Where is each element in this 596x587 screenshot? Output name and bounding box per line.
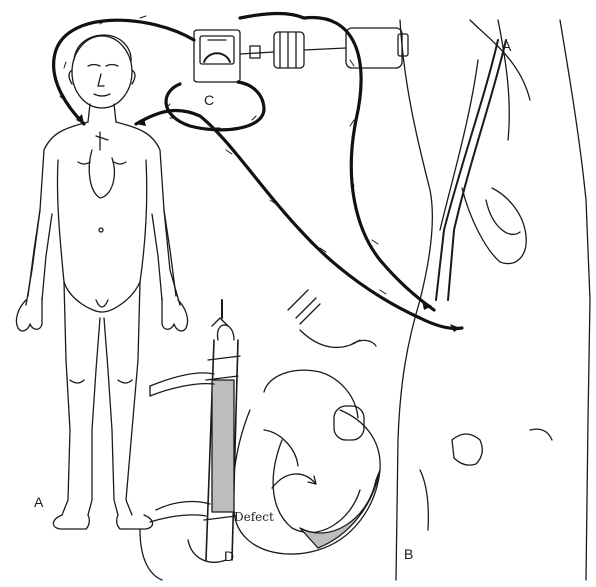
flow-arrows (60, 16, 386, 294)
pump-oxygenator (194, 28, 408, 82)
thigh-figure (396, 20, 590, 580)
defect-label: Defect (234, 510, 274, 524)
flow-arrowheads (76, 114, 460, 332)
panel-label-a-thigh: A (502, 38, 511, 54)
cannula (140, 300, 240, 580)
panel-label-a-child: A (34, 494, 43, 510)
panel-label-c: C (204, 92, 214, 108)
panel-label-d: D (224, 548, 234, 564)
panel-label-b: B (404, 546, 413, 562)
child-figure (16, 35, 187, 529)
